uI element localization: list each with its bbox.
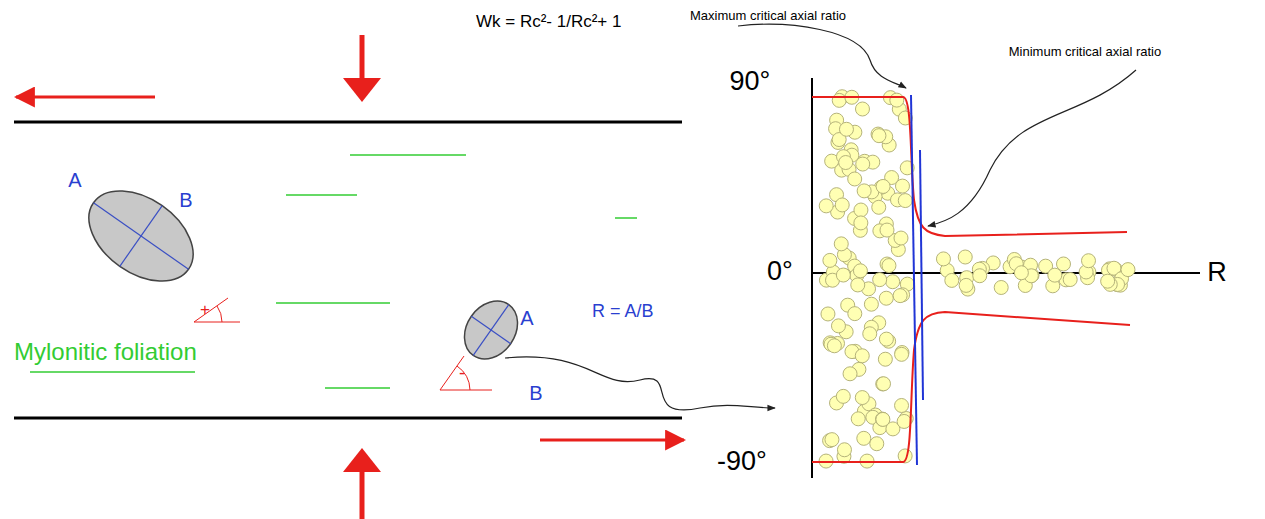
data-point bbox=[851, 412, 865, 426]
data-point bbox=[835, 198, 849, 212]
data-point bbox=[880, 223, 894, 237]
data-point bbox=[1081, 254, 1095, 268]
data-point bbox=[879, 332, 893, 346]
data-point bbox=[837, 443, 851, 457]
data-point bbox=[894, 231, 908, 245]
data-point bbox=[994, 280, 1008, 294]
angle-symbol bbox=[440, 356, 492, 390]
data-point bbox=[1121, 263, 1135, 277]
data-point bbox=[854, 203, 868, 217]
data-point bbox=[843, 367, 857, 381]
data-point bbox=[872, 200, 886, 214]
data-point bbox=[831, 319, 845, 333]
data-point bbox=[864, 297, 878, 311]
data-point bbox=[819, 199, 833, 213]
data-point bbox=[1063, 273, 1077, 287]
axis-label: A bbox=[520, 307, 533, 329]
data-point bbox=[886, 275, 900, 289]
data-point bbox=[897, 414, 911, 428]
callout-label: Maximum critical axial ratio bbox=[690, 9, 846, 23]
data-point bbox=[893, 289, 907, 303]
axis-tick: 0° bbox=[767, 257, 793, 287]
y-axis bbox=[811, 78, 813, 478]
data-point bbox=[958, 250, 972, 264]
data-point bbox=[898, 194, 912, 208]
data-point bbox=[825, 433, 839, 447]
foliation-label: Mylonitic foliation bbox=[14, 339, 197, 365]
data-point bbox=[945, 273, 959, 287]
data-point bbox=[855, 102, 869, 116]
shear-zone-boundary bbox=[14, 417, 682, 420]
axis-tick: 90° bbox=[730, 67, 771, 97]
data-point bbox=[855, 349, 869, 363]
angle-sign: + bbox=[200, 301, 210, 320]
data-point bbox=[959, 278, 973, 292]
axis-tick: -90° bbox=[717, 447, 767, 477]
envelope-curve bbox=[812, 97, 1127, 236]
data-point bbox=[851, 278, 865, 292]
data-point bbox=[876, 179, 890, 193]
callout-label: Minimum critical axial ratio bbox=[1009, 45, 1161, 59]
data-point bbox=[890, 93, 904, 107]
data-point bbox=[832, 93, 846, 107]
data-point bbox=[876, 412, 890, 426]
data-point bbox=[1056, 257, 1070, 271]
formula: Wk = Rc²- 1/Rc²+ 1 bbox=[476, 13, 621, 32]
data-point bbox=[878, 352, 892, 366]
critical-ratio-line bbox=[920, 150, 923, 400]
data-point bbox=[848, 307, 862, 321]
data-point bbox=[876, 377, 890, 391]
data-point bbox=[879, 291, 893, 305]
axis-title: R bbox=[1207, 258, 1227, 288]
data-point bbox=[827, 339, 841, 353]
ratio-definition: R = A/B bbox=[592, 302, 654, 322]
data-point bbox=[839, 122, 853, 136]
data-point bbox=[872, 129, 886, 143]
data-point bbox=[857, 431, 871, 445]
data-point bbox=[836, 389, 850, 403]
axis-label: B bbox=[529, 382, 542, 404]
data-point bbox=[936, 252, 950, 266]
data-point bbox=[839, 156, 853, 170]
angle-sign: - bbox=[459, 364, 465, 384]
data-point bbox=[857, 184, 871, 198]
data-point bbox=[876, 412, 890, 426]
data-point bbox=[895, 398, 909, 412]
porphyroclast bbox=[72, 172, 209, 299]
data-point bbox=[855, 391, 869, 405]
axis-label: B bbox=[179, 189, 192, 211]
data-point bbox=[873, 273, 887, 287]
shear-zone-boundary bbox=[14, 121, 682, 124]
data-point bbox=[882, 259, 896, 273]
data-point bbox=[854, 216, 868, 230]
data-point bbox=[877, 377, 891, 391]
data-point bbox=[895, 179, 909, 193]
data-point bbox=[823, 253, 837, 267]
data-point bbox=[821, 307, 835, 321]
shear-arrow bbox=[16, 96, 155, 99]
data-point bbox=[1014, 266, 1028, 280]
data-point bbox=[973, 269, 987, 283]
critical-ratio-line bbox=[911, 95, 917, 465]
callout-leader bbox=[928, 70, 1136, 226]
compression-arrow bbox=[343, 448, 381, 519]
data-point bbox=[848, 172, 862, 186]
axis-label: A bbox=[68, 169, 81, 191]
data-point bbox=[870, 437, 884, 451]
data-point bbox=[853, 264, 867, 278]
link-arrow bbox=[505, 357, 775, 410]
envelope-curve bbox=[812, 312, 1130, 462]
data-points bbox=[819, 90, 1135, 468]
data-point bbox=[834, 237, 848, 251]
shear-arrow bbox=[540, 439, 684, 442]
compression-arrow bbox=[343, 35, 381, 102]
data-point bbox=[1101, 274, 1115, 288]
angle-symbol bbox=[194, 298, 240, 322]
data-point bbox=[836, 268, 850, 282]
data-point bbox=[863, 327, 877, 341]
data-point bbox=[895, 347, 909, 361]
